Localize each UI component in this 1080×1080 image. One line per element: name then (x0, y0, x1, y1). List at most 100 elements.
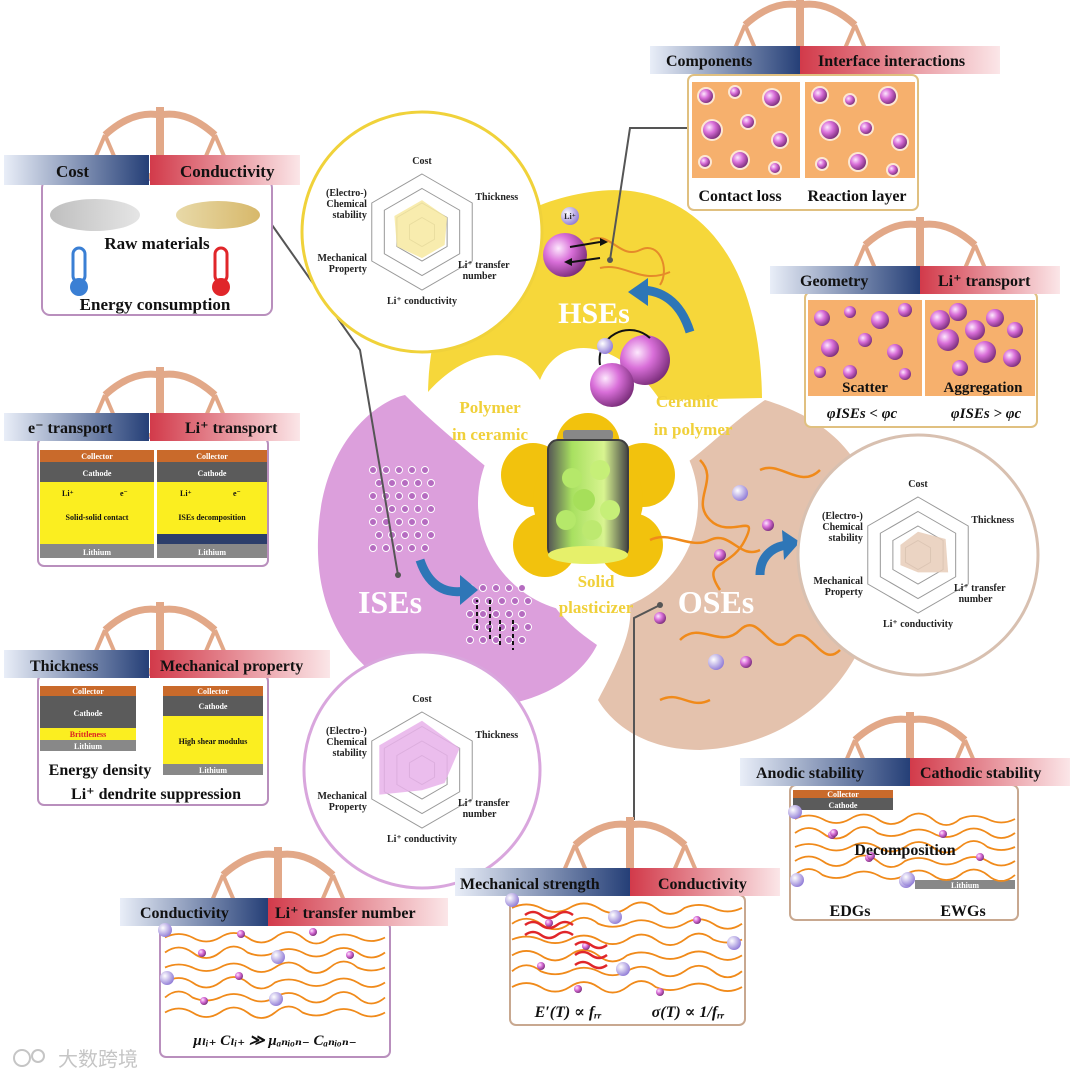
scale-post (156, 107, 164, 177)
lattice-ion (498, 597, 506, 605)
radar-label-stability: stability (332, 210, 366, 221)
radar-grid (383, 187, 461, 277)
lattice-ion (524, 623, 532, 631)
polymer-chain (164, 960, 386, 974)
radar-label-thickness: Thickness (475, 192, 518, 203)
sphere (814, 366, 826, 378)
lattice-ion (375, 505, 383, 513)
lattice-ion (466, 610, 474, 618)
lattice-ion (382, 466, 390, 474)
sphere (844, 306, 856, 318)
polymer-network-3 (788, 805, 1016, 888)
scale-strings (91, 394, 229, 424)
label-li-transport-2: Li⁺ transport (938, 273, 1031, 290)
lattice-ion (408, 492, 416, 500)
ceramic-in-polymer-line2: in polymer (654, 420, 733, 439)
sphere (1007, 322, 1023, 338)
ion (656, 988, 664, 996)
radar-label-cost: Cost (412, 694, 432, 705)
cell1-cathode: Cathode (83, 469, 112, 478)
polymer-network-1 (158, 923, 386, 1019)
label-energy-density: Energy density (49, 762, 152, 779)
radar-label-property: Property (329, 802, 367, 813)
ion (867, 852, 875, 860)
radar-label-transfer-number: number (959, 594, 993, 605)
cell1-lithium: Lithium (83, 548, 111, 557)
scale-post (796, 0, 804, 67)
ion (537, 962, 545, 970)
sphere (850, 154, 866, 170)
panel-components-interface: Components Interface interactions Contac… (650, 46, 1000, 211)
mech-cathode: Cathode (199, 702, 228, 711)
polymer-chain (511, 932, 743, 946)
label-cost: Cost (56, 162, 89, 181)
lattice-ion (511, 597, 519, 605)
lattice-ion (492, 610, 500, 618)
sphere (858, 333, 872, 347)
cell2-decomp: ISEs decomposition (178, 513, 246, 522)
anodic-cathode: Cathode (829, 801, 858, 810)
hses-li-ion: Li⁺ (564, 212, 576, 221)
radar-label-mechanical: Mechanical (317, 791, 367, 802)
lattice-ion (382, 544, 390, 552)
cell1-e: e⁻ (120, 489, 128, 498)
scale-strings (841, 739, 979, 769)
sphere (742, 116, 754, 128)
scale-strings (91, 629, 229, 659)
sphere (1003, 349, 1021, 367)
lattice-ion (427, 479, 435, 487)
lattice-ion (388, 479, 396, 487)
sphere (930, 310, 950, 330)
radar-label-electro: (Electro-) (326, 188, 367, 199)
hses-illustration: Li⁺ (543, 207, 695, 407)
lattice-ion (492, 636, 500, 644)
lattice-ion (505, 610, 513, 618)
ion (346, 951, 354, 959)
radar-label-transfer-number: number (463, 809, 497, 820)
radar-label-chemical: Chemical (326, 199, 367, 210)
ion (976, 853, 984, 861)
sphere (949, 303, 967, 321)
scale-post (156, 367, 164, 437)
radar-label-mechanical: Mechanical (813, 576, 863, 587)
mech-lithium: Lithium (199, 766, 227, 775)
hses-label: HSEs (558, 297, 630, 330)
lattice-ion (369, 492, 377, 500)
label-conductivity-2: Conductivity (140, 905, 229, 922)
lattice-ion (421, 544, 429, 552)
lattice-ion (401, 479, 409, 487)
lattice-ion (421, 518, 429, 526)
ises-illustration (369, 466, 532, 644)
sphere (888, 165, 898, 175)
panel-mechanical-conductivity: Mechanical strength Conductivity E′(T) ∝… (455, 868, 780, 1026)
label-geometry: Geometry (800, 273, 868, 290)
lattice-ion (505, 584, 513, 592)
cell1-li: Li⁺ (62, 489, 74, 498)
ion (693, 916, 701, 924)
ion (727, 936, 741, 950)
eq-conductivity: σ(T) ∝ 1/fᵣᵣ (652, 1004, 725, 1021)
ion (574, 985, 582, 993)
label-mechanical-property: Mechanical property (160, 658, 303, 675)
radar-label-chemical: Chemical (326, 737, 367, 748)
ion (616, 962, 630, 976)
lattice-ion (518, 584, 526, 592)
lattice-ion (401, 505, 409, 513)
lattice-ion (401, 531, 409, 539)
watermark: 大数跨境 (13, 1048, 138, 1071)
label-decomposition: Decomposition (854, 842, 955, 859)
ion (608, 910, 622, 924)
lattice-ion (492, 584, 500, 592)
label-raw-materials: Raw materials (104, 234, 210, 253)
lattice-ion (395, 544, 403, 552)
spring-coils (524, 910, 608, 970)
label-interface: Interface interactions (818, 53, 965, 70)
ion (901, 872, 915, 886)
cell2-lithium: Lithium (198, 548, 226, 557)
sphere (899, 368, 911, 380)
eq-mechanical: E′(T) ∝ fᵣᵣ (534, 1004, 602, 1021)
mech-shear: High shear modulus (179, 737, 248, 746)
label-energy-consumption: Energy consumption (80, 295, 231, 314)
